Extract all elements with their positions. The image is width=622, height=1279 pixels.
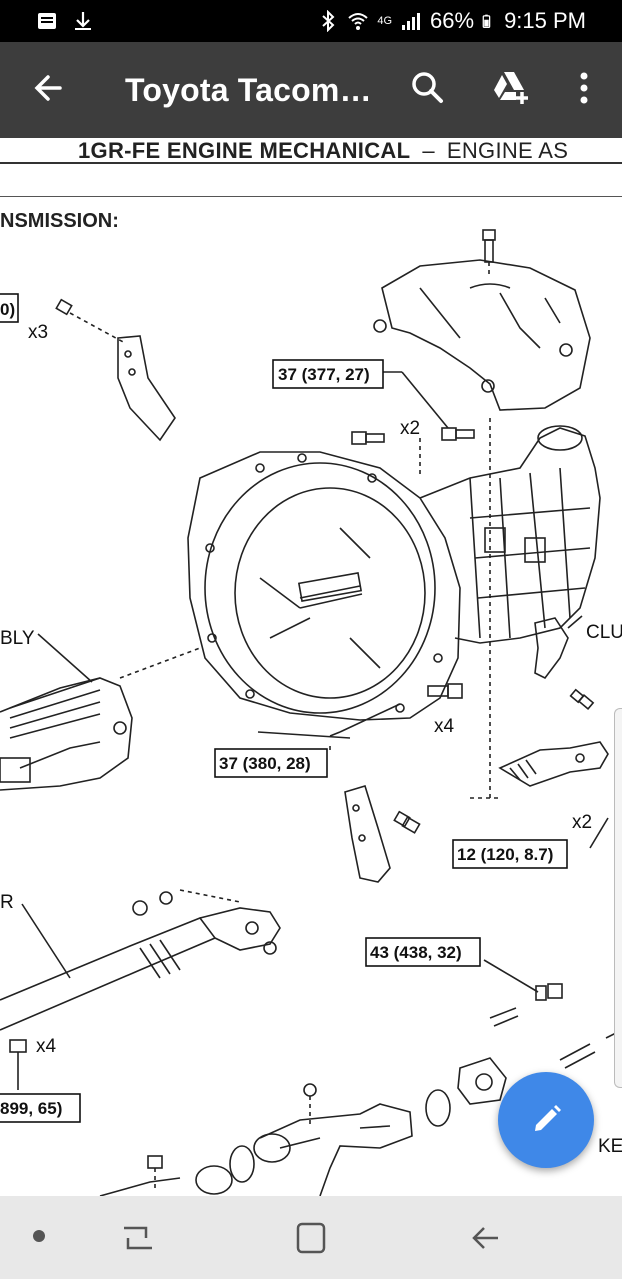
clock: 9:15 PM — [504, 8, 586, 33]
back-arrow-icon[interactable] — [24, 64, 72, 112]
section-heading: NSMISSION: — [0, 210, 119, 232]
notification-icon — [38, 13, 56, 29]
pencil-edit-icon — [535, 1105, 561, 1131]
label-clutch: CLU — [586, 622, 622, 643]
left-bracket — [117, 335, 176, 442]
header-dash: – — [422, 138, 435, 163]
clutch-fork — [534, 617, 569, 680]
label-torque-899: 899, 65) — [0, 1099, 62, 1118]
battery-percent: 66% — [430, 8, 475, 33]
bell-housing — [187, 451, 461, 721]
upper-cover — [381, 259, 591, 411]
label-x3: x3 — [28, 322, 48, 343]
left-bolt — [55, 298, 126, 344]
more-vert-icon[interactable] — [560, 64, 608, 112]
home-icon[interactable] — [290, 1218, 330, 1258]
bolt-group-x4 — [427, 683, 463, 699]
drive-add-icon[interactable] — [486, 64, 534, 112]
top-bolt — [482, 229, 496, 278]
signal-icon — [402, 13, 421, 30]
back-icon[interactable] — [466, 1218, 506, 1258]
label-torque-438: 43 (438, 32) — [370, 943, 462, 962]
exhaust-pipe — [99, 1083, 451, 1196]
recents-icon[interactable] — [118, 1218, 158, 1258]
status-bar: 4G 66% 9:15 PM — [0, 0, 622, 42]
bluetooth-icon — [322, 10, 335, 32]
header-main: 1GR-FE ENGINE MECHANICAL — [78, 138, 411, 163]
label-x2-top: x2 — [400, 418, 420, 439]
bolt-pair — [351, 418, 491, 798]
starter-assembly — [0, 677, 133, 791]
label-r: R — [0, 892, 14, 913]
label-torque-380: 37 (380, 28) — [219, 754, 311, 773]
page-scroll-handle[interactable] — [614, 708, 622, 1088]
app-bar: Toyota Tacom… — [0, 42, 622, 138]
network-type: 4G — [377, 15, 393, 27]
stud-43 — [489, 983, 563, 1027]
header-rule-2 — [0, 196, 622, 197]
search-icon[interactable] — [404, 64, 452, 112]
battery-icon — [482, 14, 491, 28]
middle-bracket — [344, 785, 391, 883]
label-torque-377: 37 (377, 27) — [278, 365, 370, 384]
lower-bolt-x4 — [9, 1039, 27, 1090]
download-icon — [75, 12, 91, 30]
label-x4-lower: x4 — [36, 1036, 57, 1057]
label-torque-120: 12 (120, 8.7) — [457, 845, 553, 864]
nav-dot-icon[interactable] — [33, 1230, 45, 1242]
transmission-case — [419, 425, 601, 644]
label-x4-mid: x4 — [434, 716, 455, 737]
document-title: Toyota Tacom… — [125, 72, 372, 108]
transmission-exploded-diagram: 0) x3 37 (377, 27) x2 BLY CLU x4 37 (380… — [0, 229, 622, 1196]
header-sub: ENGINE AS — [446, 138, 569, 163]
system-nav-bar — [0, 1196, 622, 1279]
mid-bolt — [393, 810, 421, 834]
label-x2-right: x2 — [572, 812, 592, 833]
small-bolt-right — [569, 688, 595, 711]
propeller-shaft — [0, 891, 281, 1031]
slave-cylinder — [498, 741, 609, 787]
document-page[interactable]: 1GR-FE ENGINE MECHANICAL–ENGINE AS NSMIS… — [0, 138, 622, 1196]
label-ke: KE — [598, 1136, 622, 1157]
gasket-right — [457, 1057, 507, 1105]
label-assembly: BLY — [0, 628, 35, 649]
label-torque-left: 0) — [0, 300, 15, 319]
header-rule — [0, 162, 622, 164]
page-header: 1GR-FE ENGINE MECHANICAL–ENGINE AS — [78, 138, 568, 164]
wifi-icon — [348, 13, 368, 30]
edit-fab-button[interactable] — [498, 1072, 594, 1168]
